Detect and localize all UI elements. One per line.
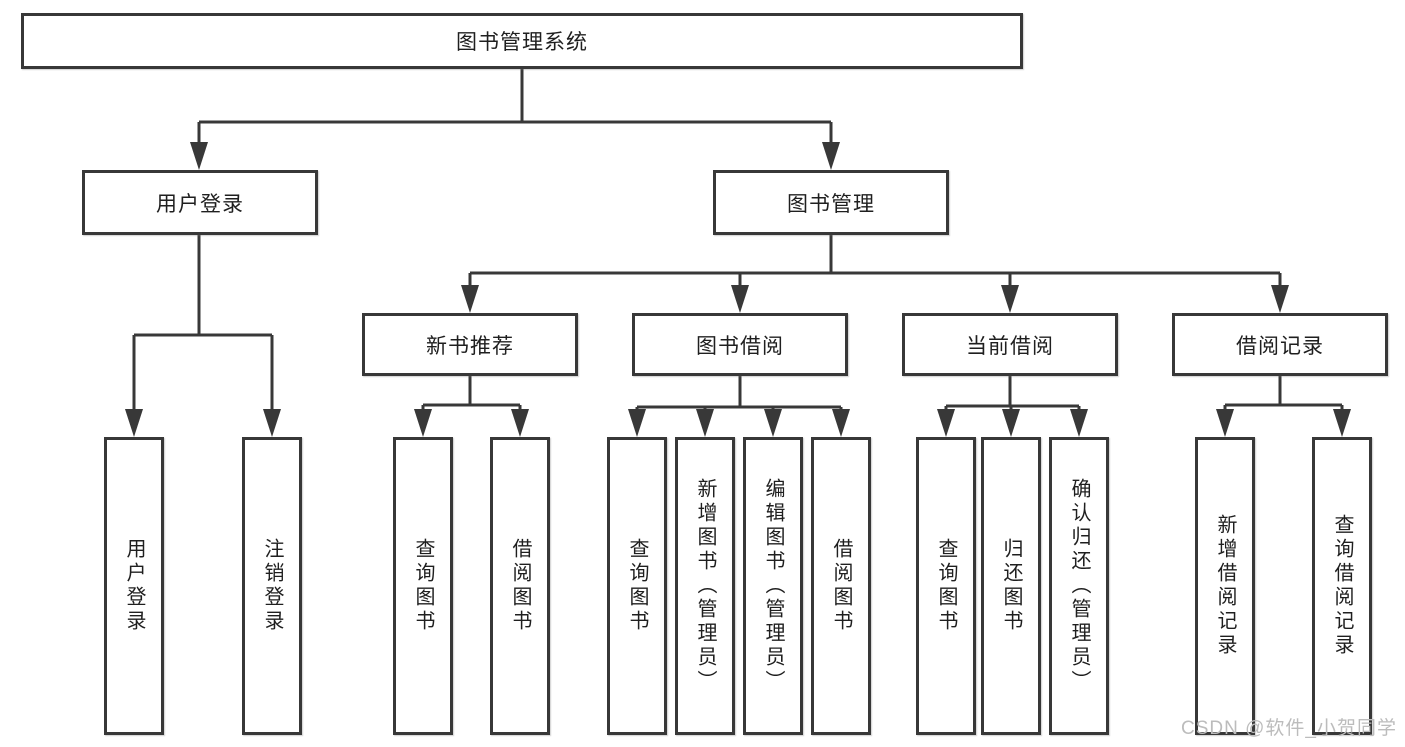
node-current-borrow: 当前借阅 (902, 313, 1118, 376)
leaf-return-book: 归还图书 (981, 437, 1041, 735)
node-root-system: 图书管理系统 (21, 13, 1023, 69)
node-user-login: 用户登录 (82, 170, 318, 235)
leaf-borrow-book-under-borrow: 借阅图书 (811, 437, 871, 735)
leaf-add-book-admin: 新增图书（管理员） (675, 437, 735, 735)
leaf-logout: 注销登录 (242, 437, 302, 735)
leaf-user-login: 用户登录 (104, 437, 164, 735)
csdn-watermark: CSDN @软件_小贺同学 (1181, 718, 1397, 739)
node-borrow-records: 借阅记录 (1172, 313, 1388, 376)
leaf-query-book-under-recommend: 查询图书 (393, 437, 453, 735)
node-book-management: 图书管理 (713, 170, 949, 235)
node-new-book-recommend: 新书推荐 (362, 313, 578, 376)
arrowheads (125, 142, 1351, 437)
leaf-borrow-book-under-recommend: 借阅图书 (490, 437, 550, 735)
node-book-borrow: 图书借阅 (632, 313, 848, 376)
leaf-edit-book-admin: 编辑图书（管理员） (743, 437, 803, 735)
leaf-add-borrow-record: 新增借阅记录 (1195, 437, 1255, 735)
leaf-query-book-under-current: 查询图书 (916, 437, 976, 735)
leaf-confirm-return-admin: 确认归还（管理员） (1049, 437, 1109, 735)
leaf-query-borrow-record: 查询借阅记录 (1312, 437, 1372, 735)
leaf-query-book-under-borrow: 查询图书 (607, 437, 667, 735)
